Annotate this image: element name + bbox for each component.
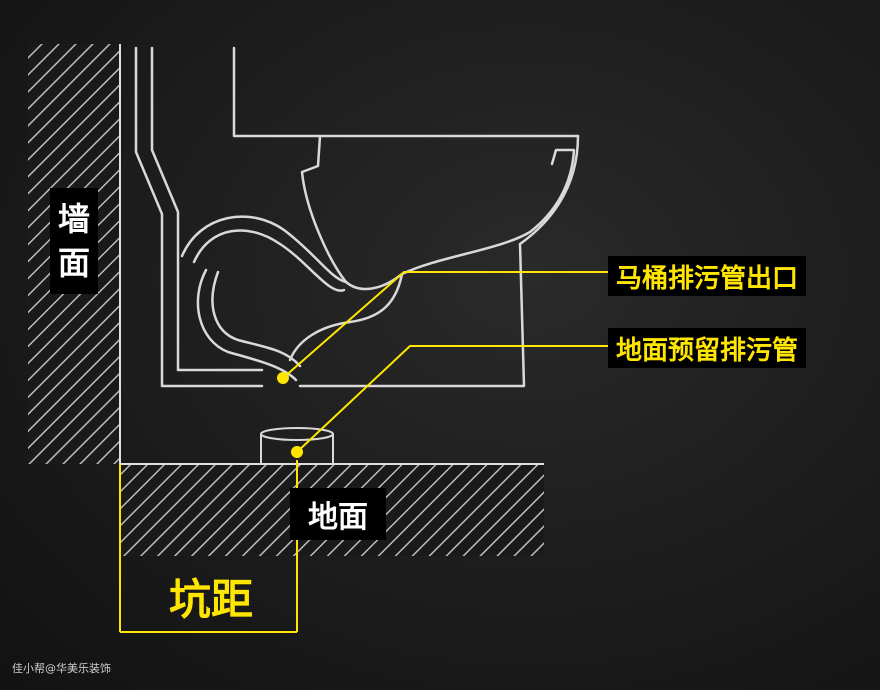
watermark: 佳小帮@华美乐装饰 bbox=[12, 662, 111, 675]
outlet-leader-line bbox=[282, 271, 608, 379]
outlet-marker-dot bbox=[277, 372, 289, 384]
pit-distance-label: 坑距 bbox=[168, 574, 253, 624]
floor-drain-pipe-callout: 地面预留排污管 bbox=[608, 328, 807, 368]
drain-pipe-marker-dot bbox=[291, 446, 303, 458]
floor-drain-pipe bbox=[260, 427, 334, 464]
drain-pipe-leader-line bbox=[296, 345, 608, 453]
toilet-outline bbox=[134, 46, 580, 388]
floor-label: 地面 bbox=[290, 488, 386, 540]
wall-label-char-1: 墙 bbox=[57, 200, 90, 238]
wall-label: 墙 面 bbox=[50, 188, 98, 294]
toilet-outlet-callout: 马桶排污管出口 bbox=[608, 256, 807, 296]
wall-label-char-2: 面 bbox=[57, 244, 90, 282]
